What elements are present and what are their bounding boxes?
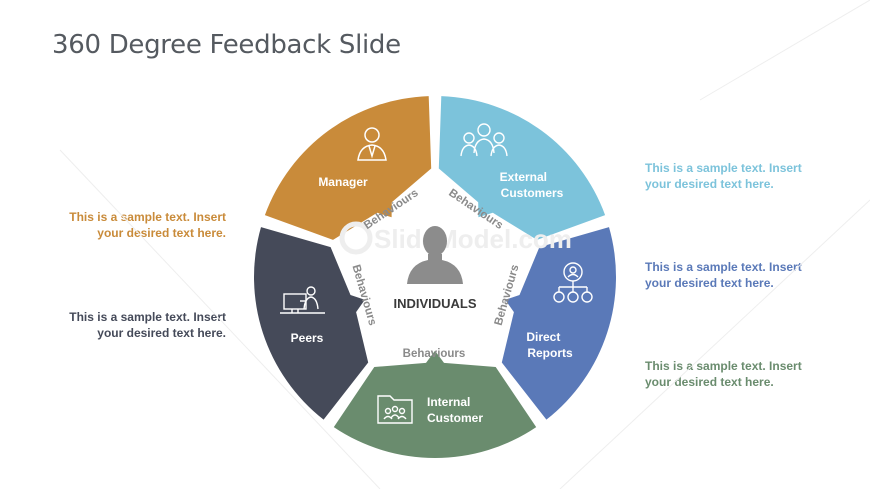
segment-peers[interactable] — [254, 227, 369, 420]
note-external-customers: This is a sample text. Insert your desir… — [645, 160, 835, 192]
note-external-customers-line-1: This is a sample text. Insert — [645, 161, 802, 175]
manager-icon — [357, 127, 387, 161]
person-silhouette-icon — [407, 226, 463, 284]
note-peers-line-2: your desired text here. — [97, 326, 226, 340]
folder-people-icon — [377, 395, 413, 424]
note-peers-line-1: This is a sample text. Insert — [69, 310, 226, 324]
note-external-customers-line-2: your desired text here. — [645, 177, 774, 191]
background-lines — [59, 0, 870, 489]
segment-label-direct-reports: Direct Reports — [526, 330, 573, 360]
note-direct-reports: This is a sample text. Insert your desir… — [645, 259, 835, 291]
watermark-text: SlideModel.com — [374, 224, 572, 254]
segment-label-internal-customer: Internal Customer — [427, 395, 483, 425]
segments — [254, 96, 616, 459]
watermark: SlideModel.com — [339, 221, 572, 255]
note-direct-reports-line-2: your desired text here. — [645, 276, 774, 290]
note-peers: This is a sample text. Insert your desir… — [36, 309, 226, 341]
segment-direct-reports[interactable] — [501, 227, 616, 420]
note-manager-line-2: your desired text here. — [97, 226, 226, 240]
segment-manager[interactable] — [264, 96, 432, 240]
behaviours-label-internal: Behaviours — [403, 348, 466, 360]
note-direct-reports-line-1: This is a sample text. Insert — [645, 260, 802, 274]
segment-external-customers[interactable] — [438, 96, 606, 240]
note-internal-customer-line-1: This is a sample text. Insert — [645, 359, 802, 373]
page-title: 360 Degree Feedback Slide — [52, 30, 401, 60]
note-internal-customer: This is a sample text. Insert your desir… — [645, 358, 835, 390]
center-label: INDIVIDUALS — [393, 296, 476, 311]
segment-label-external-customers: External Customers — [500, 170, 564, 200]
note-manager-line-1: This is a sample text. Insert — [69, 210, 226, 224]
segment-label-manager: Manager — [318, 175, 368, 189]
segment-label-peers: Peers — [291, 331, 324, 345]
org-chart-icon — [553, 262, 593, 303]
team-icon — [460, 123, 508, 157]
segment-internal-customer[interactable] — [333, 350, 537, 459]
note-manager: This is a sample text. Insert your desir… — [36, 209, 226, 241]
note-internal-customer-line-2: your desired text here. — [645, 375, 774, 389]
desk-worker-icon — [280, 286, 325, 314]
